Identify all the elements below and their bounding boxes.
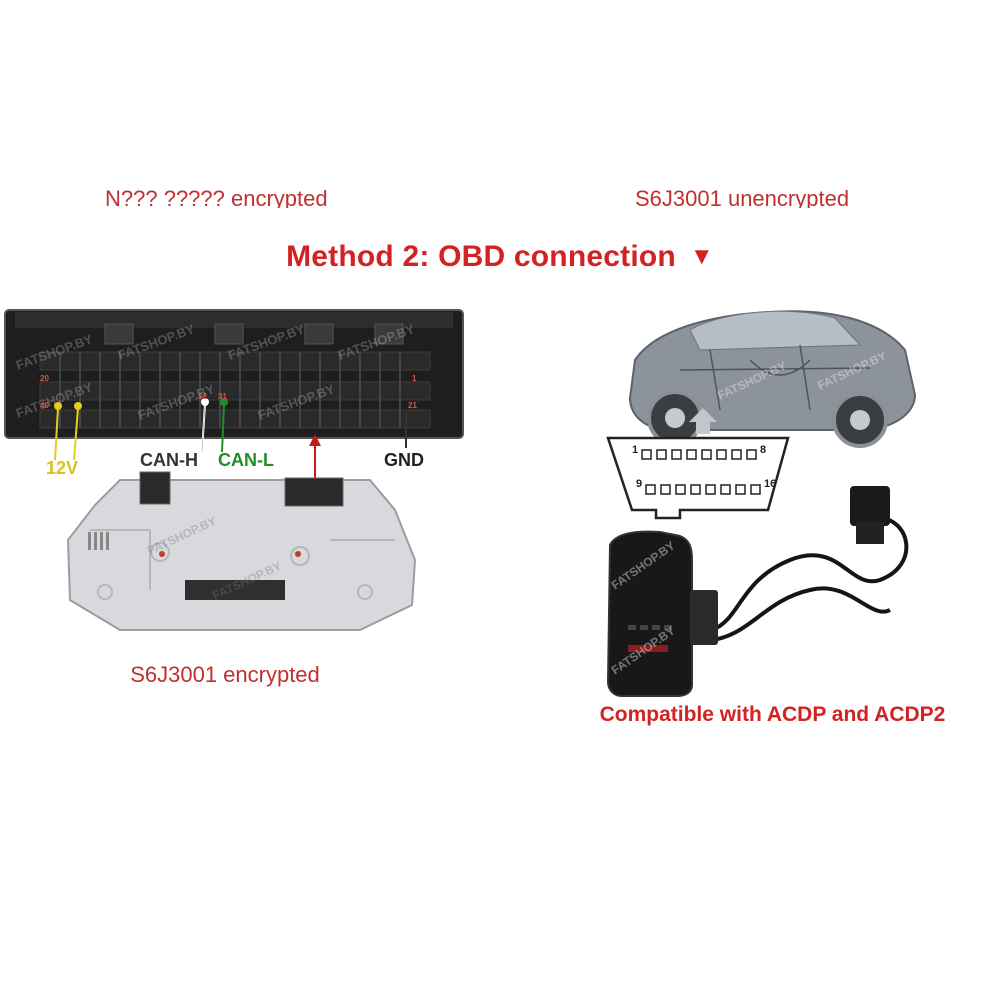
car-obd-illustration: FATSHOP.BY FATSHOP.BY: [606, 310, 917, 697]
pin-number-32: 32: [198, 392, 207, 401]
pin-number-40: 40: [40, 401, 49, 410]
caption-compatibility: Compatible with ACDP and ACDP2: [599, 703, 946, 726]
connector-cluster-illustration: FATSHOP.BY FATSHOP.BY FATSHOP.BY FATSHOP…: [4, 309, 464, 631]
obd-pins-bottom: [645, 484, 761, 495]
caption-left: S6J3001 encrypted: [130, 662, 320, 687]
cluster-display-window: [185, 580, 285, 600]
cluster-connector-main: [284, 477, 344, 507]
dongle-port: [690, 590, 718, 645]
partial-caption-right: S6J3001 unencrypted: [635, 178, 885, 208]
instrument-cluster-housing: FATSHOP.BY FATSHOP.BY: [66, 471, 417, 631]
cluster-connector-left: [139, 471, 171, 505]
wire-12v-a: [54, 402, 62, 461]
obd-pin-number-8: 8: [760, 444, 767, 456]
dongle-leds: [628, 625, 672, 630]
label-can-h: CAN-H: [140, 450, 198, 470]
method-title: Method 2: OBD connection ▼: [0, 240, 1000, 274]
partial-caption-left: N??? ????? encrypted: [105, 178, 365, 208]
method-title-text: Method 2: OBD connection: [286, 240, 676, 273]
pin-number-1: 1: [412, 374, 417, 383]
cluster-vent-slots: [88, 532, 109, 550]
label-gnd: GND: [384, 450, 424, 470]
down-triangle-icon: ▼: [689, 243, 714, 270]
connector-latches: [104, 323, 404, 345]
obd-port-diagram: [606, 436, 790, 520]
obd-plug: [850, 486, 890, 544]
pin-number-31: 31: [218, 392, 227, 401]
car-cutaway: FATSHOP.BY FATSHOP.BY: [628, 310, 917, 448]
pin-number-20: 20: [40, 374, 49, 383]
pin-number-21: 21: [408, 401, 417, 410]
dongle-logo: [628, 645, 668, 652]
obd-pin-number-1: 1: [632, 444, 639, 456]
obd-pin-number-16: 16: [764, 478, 777, 490]
obd-pin-number-9: 9: [636, 478, 643, 490]
pin-slot-ticks: [59, 352, 401, 428]
cluster-red-markers: [159, 551, 301, 557]
connector-pin-grid: [39, 351, 431, 429]
partial-caption-left-text: N??? ????? encrypted: [105, 186, 328, 208]
obd-pins-top: [641, 449, 757, 460]
wire-12v-b: [73, 402, 82, 461]
obd-location-arrow: [689, 408, 717, 434]
wire-can-h: [201, 398, 209, 453]
label-can-l: CAN-L: [218, 450, 274, 470]
acdp-dongle: FATSHOP.BY FATSHOP.BY: [606, 530, 718, 697]
wire-can-l: [220, 398, 228, 453]
label-12v: 12V: [46, 458, 79, 478]
partial-caption-right-text: S6J3001 unencrypted: [635, 186, 850, 208]
obd-cable: [711, 516, 909, 642]
